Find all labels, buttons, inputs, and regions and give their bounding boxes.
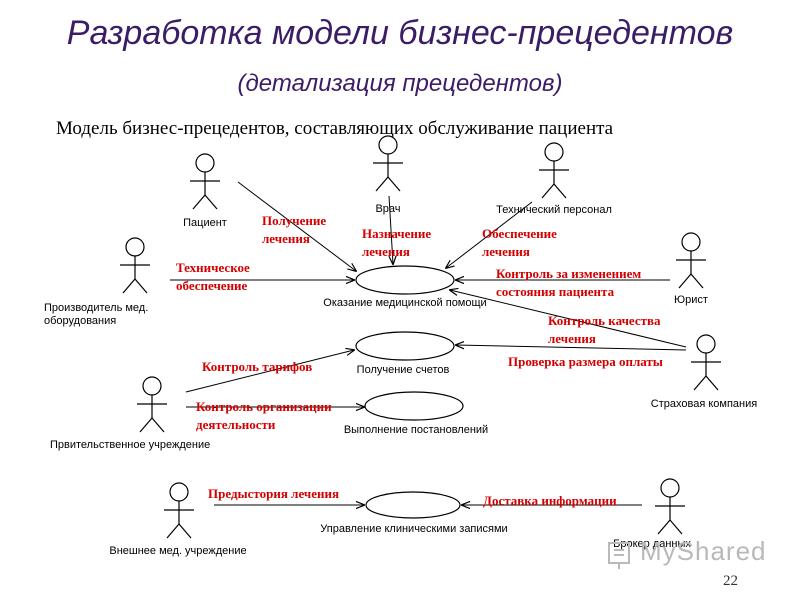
- actor-broker-figure: [655, 478, 685, 535]
- actor-label-producer-2: оборудования: [44, 315, 116, 327]
- line-patient-care: [237, 181, 356, 271]
- line-gov-bills: [185, 350, 354, 393]
- actor-gov-figure: [137, 376, 167, 433]
- watermark-icon: [608, 542, 630, 569]
- use-case-label-bills: Получение счетов: [357, 364, 450, 376]
- line-staff-care: [446, 201, 533, 268]
- actor-doctor-figure: [373, 135, 403, 192]
- use-case-label-care: Оказание медицинской помощи: [323, 297, 486, 309]
- use-case-ellipse-care: [355, 265, 455, 295]
- actor-label-staff: Технический персонал: [496, 204, 612, 216]
- flow-label-f5-1: Контроль за изменением: [496, 266, 641, 281]
- flow-label-f9-2: деятельности: [196, 417, 276, 432]
- actor-patient-figure: [190, 153, 220, 210]
- use-case-ellipse-decrees: [364, 391, 464, 421]
- flow-label-f8: Контроль тарифов: [202, 359, 312, 374]
- flow-label-f5-2: состояния пациента: [496, 284, 615, 299]
- actor-label-patient: Пациент: [183, 217, 227, 229]
- actor-label-producer-1: Производитель мед.: [44, 302, 148, 314]
- flow-label-f11: Доставка информации: [483, 493, 617, 508]
- actor-label-insurer: Страховая компания: [651, 398, 757, 410]
- use-case-labels: Оказание медицинской помощи Получение сч…: [320, 297, 507, 535]
- flow-label-f6-2: лечения: [548, 331, 596, 346]
- flow-label-f1-2: лечения: [262, 231, 310, 246]
- use-case-ellipse-bills: [355, 331, 455, 361]
- flow-label-f6-1: Контроль качества: [548, 313, 661, 328]
- flow-label-f10: Предыстория лечения: [208, 486, 339, 501]
- flow-label-f2-2: лечения: [362, 244, 410, 259]
- flow-label-f1-1: Получение: [262, 213, 326, 228]
- use-case-label-decrees: Выполнение постановлений: [344, 424, 488, 436]
- actor-staff-figure: [539, 142, 569, 199]
- slide-title: Разработка модели бизнес-прецедентов: [66, 14, 734, 52]
- actor-label-doctor: Врач: [375, 203, 400, 215]
- actor-label-broker: Брокер данных: [613, 538, 691, 550]
- flow-label-f3-1: Обеспечение: [482, 226, 557, 241]
- actor-label-external: Внешнее мед. учреждение: [109, 545, 246, 557]
- actor-label-gov: Првительственное учреждение: [50, 439, 210, 451]
- actor-label-lawyer: Юрист: [674, 294, 708, 306]
- flow-label-f3-2: лечения: [482, 244, 530, 259]
- actor-external-figure: [164, 482, 194, 539]
- flow-label-f4-2: обеспечение: [176, 278, 248, 293]
- flow-label-f9-1: Контроль организации: [196, 399, 332, 414]
- line-doctor-care: [389, 195, 393, 264]
- actor-insurer-figure: [691, 334, 721, 391]
- page-number: 22: [723, 573, 738, 589]
- line-insurer-care: [450, 290, 687, 348]
- actor-figures: [120, 135, 721, 539]
- connection-lines: [170, 181, 687, 505]
- diagram-caption: Модель бизнес-прецедентов, составляющих …: [56, 118, 614, 139]
- watermark-text: MyShared: [640, 536, 767, 566]
- flow-label-f4-1: Техническое: [176, 260, 250, 275]
- use-case-label-records: Управление клиническими записями: [320, 523, 507, 535]
- use-case-ellipse-records: [365, 491, 461, 519]
- flow-label-f7: Проверка размера оплаты: [508, 354, 663, 369]
- line-insurer-bills: [456, 345, 687, 351]
- flow-labels: Получение лечения Назначение лечения Обе…: [176, 213, 663, 508]
- actor-labels: Пациент Врач Технический персонал Юрист …: [44, 203, 757, 557]
- actor-producer-figure: [120, 237, 150, 294]
- slide-subtitle: (детализация прецедентов): [237, 70, 563, 97]
- use-cases: [355, 265, 464, 519]
- actor-lawyer-figure: [676, 232, 706, 289]
- flow-label-f2-1: Назначение: [362, 226, 431, 241]
